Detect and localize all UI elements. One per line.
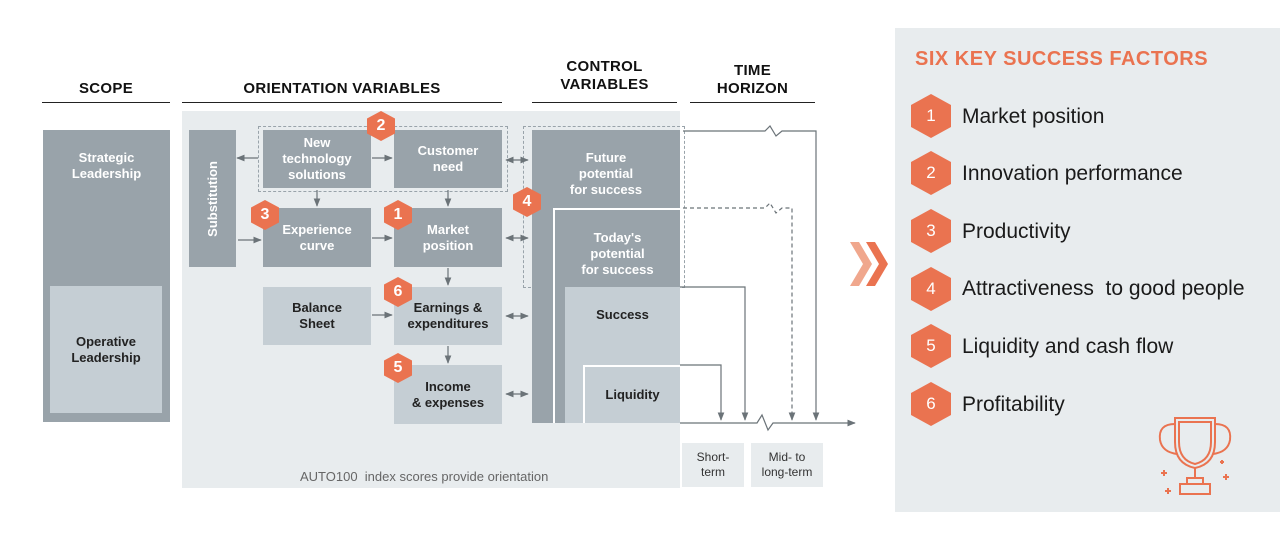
customer-need-box: Customer need (394, 130, 502, 188)
strategic-leadership-label: Strategic Leadership (71, 150, 142, 181)
market-position-box: Market position (394, 208, 502, 267)
factor-2-badge: 2 (911, 151, 951, 195)
income-expenses-box: Income & expenses (394, 365, 502, 424)
substitution-box: Substitution (189, 130, 236, 267)
double-chevron-right-icon (850, 242, 888, 286)
header-scope-rule (42, 102, 170, 103)
liquidity-label: Liquidity (605, 387, 660, 402)
line-liquidity-horizon (680, 364, 725, 421)
todays-potential-label: Today's potential for success (581, 230, 654, 277)
line-future-horizon (683, 125, 820, 421)
line-success-horizon (680, 286, 749, 421)
future-potential-label: Future potential for success (569, 150, 643, 197)
factor-6-badge: 6 (911, 382, 951, 426)
balance-sheet-box: Balance Sheet (263, 287, 371, 345)
mid-long-term-box: Mid- to long-term (751, 443, 823, 487)
orientation-footer: AUTO100 index scores provide orientation (300, 469, 549, 484)
factor-1-badge: 1 (911, 94, 951, 138)
experience-curve-box: Experience curve (263, 208, 371, 267)
time-axis (680, 413, 856, 432)
earnings-expenditures-box: Earnings & expenditures (394, 287, 502, 345)
header-orientation-rule (182, 102, 502, 103)
factor-3-label: Productivity (962, 220, 1071, 243)
header-control-rule (532, 102, 677, 103)
operative-leadership-label: Operative Leadership (71, 333, 141, 365)
factor-2-label: Innovation performance (962, 162, 1183, 185)
factor-5-label: Liquidity and cash flow (962, 335, 1174, 358)
header-control: CONTROL VARIABLES (560, 58, 649, 93)
badge-attractiveness: 4 (513, 187, 541, 217)
trophy-icon (1158, 417, 1232, 495)
factor-5-badge: 5 (911, 324, 951, 368)
header-time: TIME HORIZON (716, 62, 789, 97)
new-technology-box: New technology solutions (263, 130, 371, 188)
short-term-box: Short- term (682, 443, 744, 487)
factor-4-badge: 4 (911, 267, 951, 311)
success-factors-title: SIX KEY SUCCESS FACTORS (915, 48, 1209, 70)
header-scope: SCOPE (78, 80, 133, 97)
header-time-rule (690, 102, 815, 103)
line-today-horizon (683, 202, 796, 421)
factor-4-label: Attractiveness to good people (962, 277, 1245, 300)
liquidity-box: Liquidity (583, 365, 680, 423)
short-term-label: Short- term (696, 450, 730, 479)
factor-1-label: Market position (962, 105, 1105, 128)
mid-long-term-label: Mid- to long-term (761, 450, 813, 479)
operative-leadership-box: Operative Leadership (50, 286, 162, 413)
factor-3-badge: 3 (911, 209, 951, 253)
factor-6-label: Profitability (962, 393, 1065, 416)
success-label: Success (596, 307, 649, 322)
header-orientation: ORIENTATION VARIABLES (243, 80, 441, 97)
